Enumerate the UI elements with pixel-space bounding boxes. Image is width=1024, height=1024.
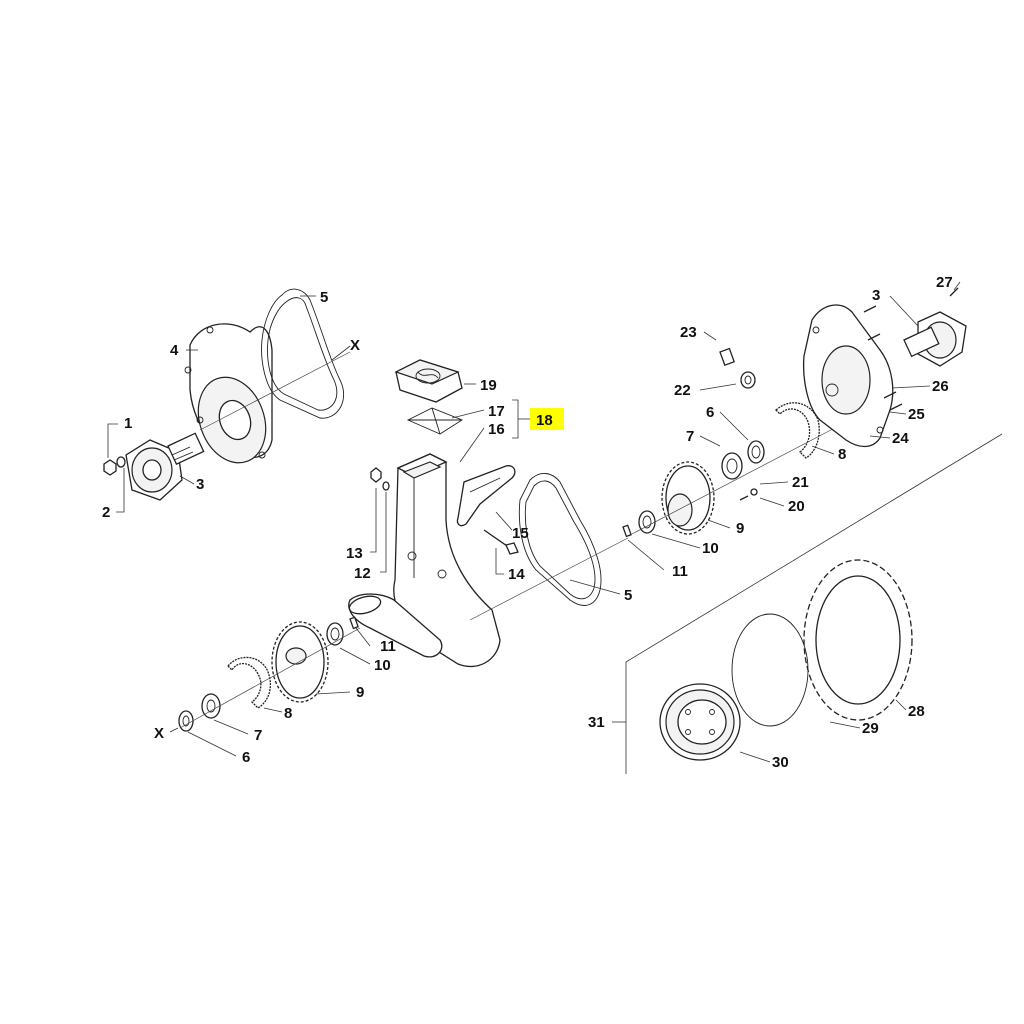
callout-5-top: 5 — [320, 289, 328, 306]
callout-22: 22 — [674, 382, 691, 399]
callout-18: 18 — [536, 412, 553, 429]
callout-21: 21 — [792, 474, 809, 491]
callout-8-left: 8 — [284, 705, 292, 722]
callout-7-left: 7 — [254, 727, 262, 744]
callout-26: 26 — [932, 378, 949, 395]
bearing-right-10 — [638, 510, 656, 534]
callout-23: 23 — [680, 324, 697, 341]
callout-8-right: 8 — [838, 446, 846, 463]
callout-5-mid: 5 — [624, 587, 632, 604]
callout-11-right: 11 — [672, 563, 688, 580]
pin-right-11 — [622, 524, 632, 538]
callout-labels: 1 2 3 4 5 X 19 17 16 18 13 12 15 14 5 11… — [102, 274, 953, 771]
callout-9-right: 9 — [736, 520, 744, 537]
bolt-20-21 — [739, 488, 758, 501]
callout-11-left: 11 — [380, 638, 396, 655]
pin-left-11 — [349, 616, 359, 630]
callout-27: 27 — [936, 274, 953, 291]
callout-15: 15 — [512, 525, 529, 542]
hub-flange-right — [903, 311, 967, 367]
callout-10-right: 10 — [702, 540, 719, 557]
seal-left-6 — [178, 710, 194, 732]
callout-30: 30 — [772, 754, 789, 771]
callout-4: 4 — [170, 342, 179, 359]
callout-14: 14 — [508, 566, 525, 583]
callout-7-right: 7 — [686, 428, 694, 445]
bolts-25-26-27 — [863, 287, 959, 411]
wheel-group-bracket — [625, 433, 1003, 774]
rim-30 — [659, 683, 741, 761]
group-bracket-18 — [512, 399, 530, 439]
gear-right — [661, 461, 715, 535]
gasket-mid — [518, 473, 602, 606]
callout-12: 12 — [354, 565, 371, 582]
leader-lines — [107, 281, 961, 763]
bearing-right-7 — [721, 452, 743, 480]
brake-band-left-8 — [227, 656, 272, 709]
seal-right-6 — [747, 440, 765, 464]
callout-10-left: 10 — [374, 657, 391, 674]
callout-29: 29 — [862, 720, 879, 737]
callout-28: 28 — [908, 703, 925, 720]
callout-3-left: 3 — [196, 476, 204, 493]
gasket-left — [261, 288, 345, 419]
plate-17 — [406, 407, 463, 435]
callout-20: 20 — [788, 498, 805, 515]
highlight-18 — [530, 408, 564, 430]
spacer-22-23 — [719, 347, 756, 389]
callout-24: 24 — [892, 430, 909, 447]
tire-28 — [803, 559, 913, 721]
callout-31: 31 — [588, 714, 605, 731]
cap-19 — [394, 359, 463, 403]
bolt-12-13 — [370, 467, 390, 491]
nut-and-washer-left — [103, 456, 126, 476]
hub-flange-left — [125, 432, 205, 501]
callout-x-top: X — [350, 337, 360, 354]
gear-left — [271, 621, 329, 703]
brake-band-right-8 — [775, 402, 820, 459]
gearbox-cover-left — [184, 323, 273, 464]
callout-17: 17 — [488, 403, 505, 420]
tube-29 — [731, 613, 809, 727]
callout-9-left: 9 — [356, 684, 364, 701]
callout-2: 2 — [102, 504, 110, 521]
callout-6-right: 6 — [706, 404, 714, 421]
callout-16: 16 — [488, 421, 505, 438]
frame-tube — [348, 453, 516, 668]
callout-13: 13 — [346, 545, 363, 562]
callout-x-bottom: X — [154, 725, 164, 742]
gearbox-housing-right — [802, 304, 894, 448]
bolt-14 — [483, 529, 519, 555]
callout-1: 1 — [124, 415, 132, 432]
callout-3-right: 3 — [872, 287, 880, 304]
callout-6-left: 6 — [242, 749, 250, 766]
callout-25: 25 — [908, 406, 925, 423]
callout-19: 19 — [480, 377, 497, 394]
